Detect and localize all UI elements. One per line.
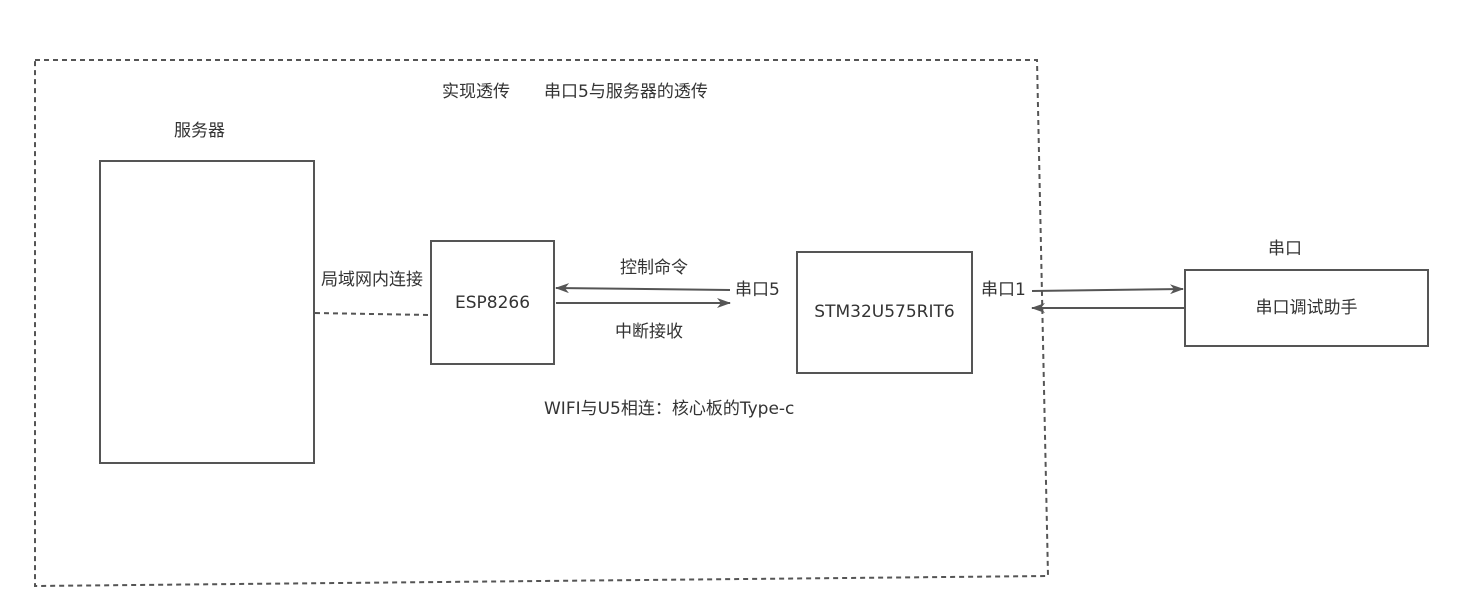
uart5-label: 串口5 (735, 280, 780, 300)
server-caption: 服务器 (174, 121, 225, 141)
uart1-to-tool-arrow (1031, 284, 1184, 295)
serial-tool-label: 串口调试助手 (1255, 298, 1358, 318)
esp8266-label: ESP8266 (454, 293, 531, 313)
control-arrow (555, 283, 731, 294)
interrupt-label: 中断接收 (615, 322, 683, 342)
serial-tool-caption: 串口 (1268, 239, 1302, 259)
stm32-label: STM32U575RIT6 (814, 302, 955, 322)
title-right: 串口5与服务器的透传 (544, 82, 708, 102)
lan-label: 局域网内连接 (321, 270, 423, 290)
lan-connection-line (314, 312, 431, 316)
wifi-note: WIFI与U5相连：核心板的Type-c (544, 399, 795, 419)
control-label: 控制命令 (620, 258, 688, 278)
esp8266-box (430, 240, 555, 365)
title-left: 实现透传 (442, 82, 510, 102)
dashed-boundary (34, 59, 1050, 588)
uart1-label: 串口1 (981, 280, 1026, 300)
server-box (99, 160, 315, 464)
stm32-box (796, 251, 973, 374)
